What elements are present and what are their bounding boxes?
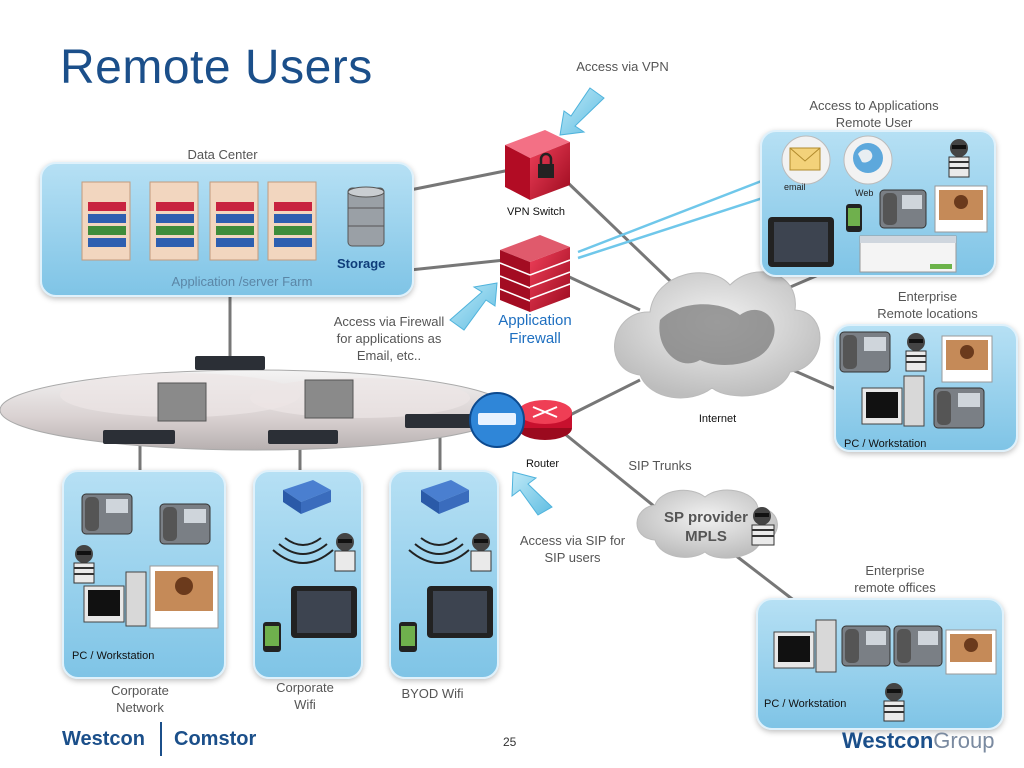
router-label: Router [525,458,560,470]
access-firewall-label: Access via Firewall for applications as … [333,314,445,363]
hacker-icon [73,545,95,584]
wan-appliance [469,392,525,448]
callout-arrows [449,87,605,516]
hacker-icon [905,333,927,372]
wifi-waves-icon [408,537,470,564]
internet-label: Internet [698,413,737,425]
server-farm-graphic [81,181,385,261]
ip-phone-icon [879,189,927,229]
pc-workstation-label: PC / Workstation [72,650,155,662]
storage-icon [347,186,385,247]
westcon-group-logo-a: Westcon [842,728,934,753]
remote-user-panel: email Web [760,130,996,277]
page-title: Remote Users [60,41,373,94]
remote-locations-panel: PC / Workstation [834,324,1018,452]
tablet-icon [427,586,493,638]
remote-office-devices [773,619,997,722]
email-icon [781,135,831,185]
email-caption: email [784,182,806,192]
access-apps-label: Access to Applications Remote User [809,98,939,130]
pc-workstation-label: PC / Workstation [764,698,847,710]
internet-cloud [614,271,821,399]
lan-cloud [0,369,511,451]
corporate-network-devices [73,493,219,629]
westcon-group-logo-b: Group [933,728,995,753]
app-server-farm-label: Application /server Farm [171,274,313,289]
westcon-logo: Westcon [62,728,145,750]
wifi-waves-icon [272,537,334,564]
enterprise-remote-locations-label: Enterprise Remote locations [877,289,978,321]
softphone-window-icon [859,235,957,273]
byod-wifi-panel [389,470,499,679]
web-caption: Web [855,188,873,198]
smartphone-icon [263,622,281,652]
access-sip-label: Access via SIP for SIP users [519,533,626,565]
server-racks [81,181,317,261]
hacker-icon [883,683,905,722]
hacker-icon [948,139,970,178]
westcon-group-logo: WestconGroup [842,728,994,754]
core-chassis [157,379,354,422]
video-phone-icon [934,185,988,233]
wifi-access-point-icon [283,480,331,514]
remote-user-devices: email Web [768,135,988,273]
video-phone-icon [149,565,219,629]
corporate-wifi-label: Corporate Wifi [276,680,334,712]
hacker-icon [470,533,492,572]
application-firewall-label: Application Firewall [498,312,572,347]
hacker-icon [334,533,356,572]
vpn-switch-device [505,130,570,200]
smartphone-icon [399,622,417,652]
pc-workstation-icon [83,571,147,627]
storage-label: Storage [337,256,386,271]
logo-divider [160,722,162,756]
vpn-switch-label: VPN Switch [506,206,566,218]
video-phone-icon [945,629,997,675]
pc-workstation-label: PC / Workstation [844,438,927,450]
ip-phone-icon [159,503,211,545]
ip-phone-icon [893,625,943,667]
tablet-icon [768,217,834,267]
corporate-network-panel: PC / Workstation [62,470,226,679]
ip-phone-icon [839,331,891,373]
pc-workstation-icon [773,619,837,673]
access-vpn-label: Access via VPN [576,59,669,74]
ip-phone-icon [841,625,891,667]
enterprise-remote-offices-label: Enterprise remote offices [854,563,936,595]
remote-location-devices [839,331,993,429]
web-globe-icon [843,135,893,185]
wifi-access-point-icon [421,480,469,514]
comstor-logo: Comstor [174,728,257,750]
data-center-label: Data Center [187,147,258,162]
data-center-panel: Storage Application /server Farm [40,162,414,297]
lan-switches [103,356,473,444]
corporate-network-label: Corporate Network [111,683,169,715]
smartphone-icon [846,204,862,232]
remote-offices-panel: PC / Workstation [756,598,1004,730]
byod-wifi-devices [399,480,493,652]
byod-wifi-label: BYOD Wifi [401,686,464,701]
pc-workstation-icon [861,375,925,427]
router-device [518,400,572,440]
sip-trunks-label: SIP Trunks [628,458,692,473]
page-number: 25 [503,735,517,749]
video-phone-icon [941,335,993,383]
corporate-wifi-devices [263,480,357,652]
ip-phone-icon [81,493,133,535]
hacker-icon [751,507,775,546]
corporate-wifi-panel [253,470,363,679]
sp-provider-label: SP provider MPLS [664,509,748,545]
tablet-icon [291,586,357,638]
ip-phone-icon [933,387,985,429]
firewall-device [499,235,571,312]
